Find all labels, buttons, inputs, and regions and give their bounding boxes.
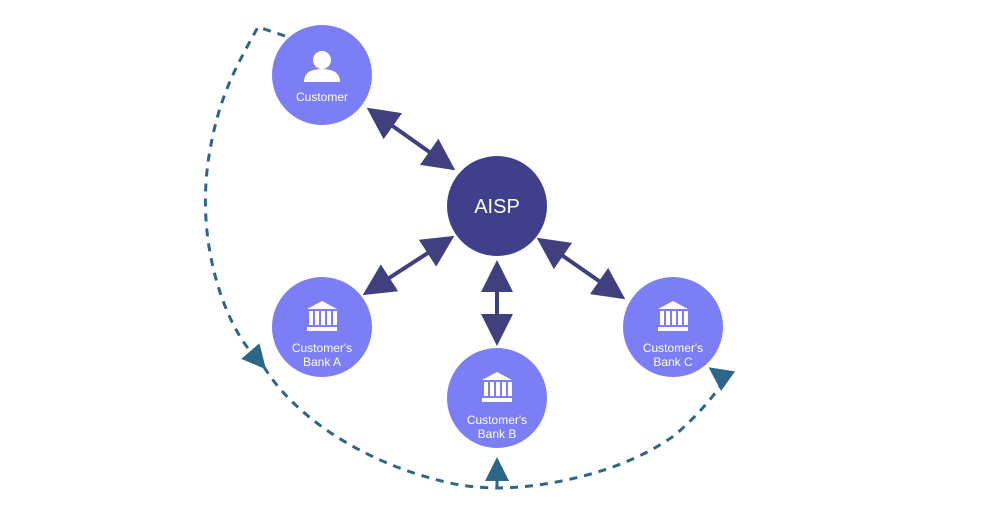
- bank-icon: [658, 301, 688, 331]
- bank-a-node: Customer's Bank A: [272, 277, 372, 377]
- bank-b-label-line2: Bank B: [478, 427, 517, 441]
- bank-b-node: Customer's Bank B: [447, 348, 547, 448]
- arrow-aisp-bank-c: [536, 237, 626, 300]
- arrow-customer-aisp: [366, 107, 456, 171]
- bank-icon: [482, 372, 512, 402]
- aisp-label: AISP: [474, 196, 520, 218]
- customer-label: Customer: [296, 90, 348, 104]
- bank-c-node: Customer's Bank C: [623, 277, 723, 377]
- dashed-data-path: [203, 25, 286, 370]
- bank-c-label-line2: Bank C: [653, 355, 693, 369]
- bank-a-label-line1: Customer's: [292, 341, 352, 355]
- arrow-aisp-bank-a: [362, 235, 455, 296]
- person-icon: [304, 51, 340, 82]
- bank-c-label-line1: Customer's: [643, 341, 703, 355]
- bank-a-label-line2: Bank A: [303, 355, 341, 369]
- bank-icon: [307, 301, 337, 331]
- customer-node: Customer: [272, 25, 372, 125]
- bank-b-label-line1: Customer's: [467, 413, 527, 427]
- aisp-node: AISP: [447, 156, 547, 256]
